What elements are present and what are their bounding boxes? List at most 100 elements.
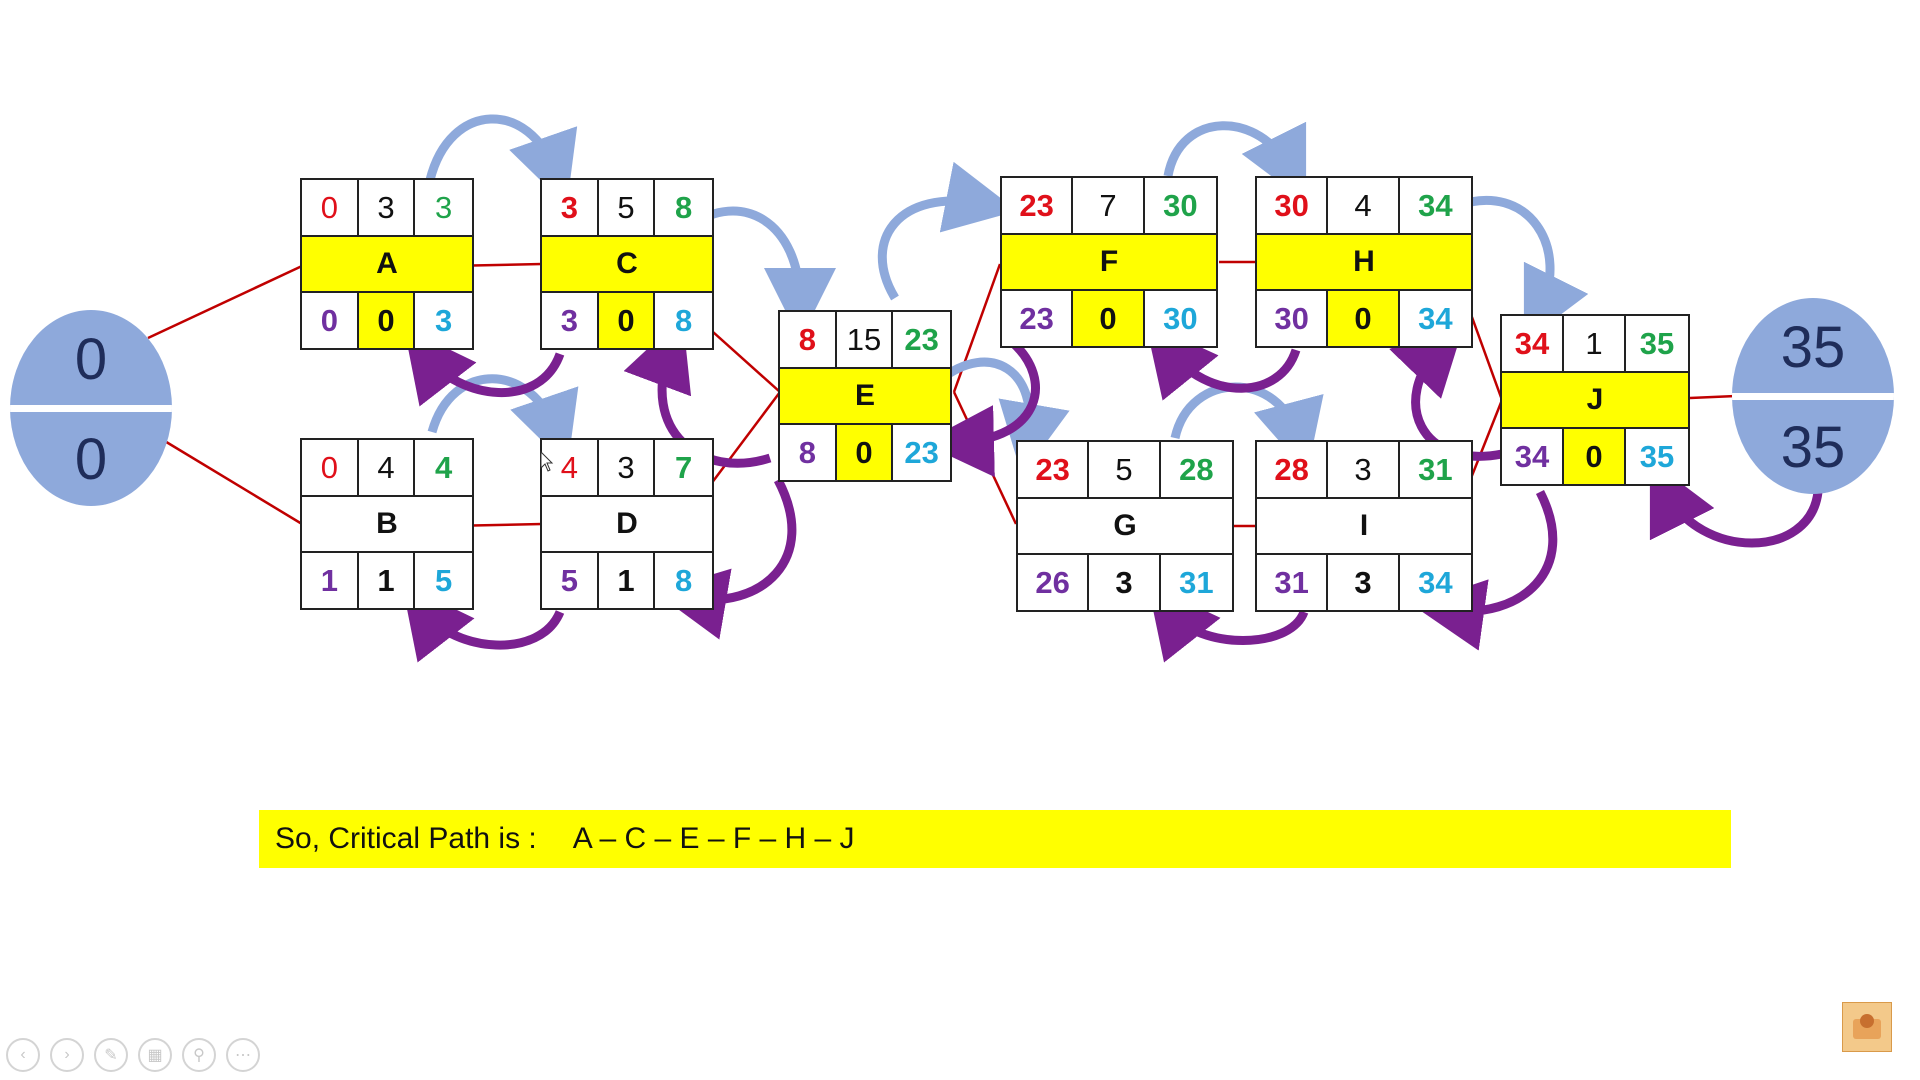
early-finish-value: 23 — [904, 321, 939, 357]
late-finish-value: 34 — [1418, 300, 1453, 336]
pen-icon: ✎ — [104, 1047, 118, 1064]
forward-arrow-e-f — [877, 161, 1018, 301]
backward-arrow-i-g — [1147, 583, 1309, 663]
duration-value: 3 — [599, 440, 656, 495]
activity-name: I — [1257, 499, 1471, 555]
forward-arrow-a-c — [425, 114, 578, 206]
activity-name: B — [302, 497, 472, 553]
early-finish-value: 30 — [1163, 187, 1198, 223]
arrow-left-icon: ‹ — [20, 1046, 26, 1063]
early-start-value: 28 — [1257, 442, 1329, 497]
late-start-value: 3 — [542, 293, 599, 348]
duration-value: 5 — [1089, 442, 1161, 497]
critical-path-banner: So, Critical Path is : A – C – E – F – H… — [259, 810, 1731, 868]
early-start-value: 8 — [780, 312, 837, 367]
slack-value: 0 — [1328, 291, 1400, 346]
zoom-icon: ⚲ — [193, 1047, 205, 1064]
late-finish-value: 31 — [1179, 564, 1214, 600]
activity-name: G — [1018, 499, 1232, 555]
backward-arrow-c-a — [403, 327, 565, 407]
slack-value: 0 — [1564, 429, 1626, 484]
previous-slide-button[interactable]: ‹ — [6, 1038, 40, 1072]
late-start-value: 31 — [1257, 555, 1329, 610]
early-start-value: 0 — [302, 440, 359, 495]
duration-value: 3 — [359, 180, 416, 235]
late-finish-value: 8 — [675, 562, 693, 598]
duration-value: 15 — [837, 312, 894, 367]
banner-label: So, Critical Path is : — [275, 822, 537, 855]
end-event-top: 35 — [1780, 314, 1846, 380]
more-options-button[interactable]: ⋯ — [226, 1038, 260, 1072]
end-event: 35 35 — [1732, 298, 1894, 494]
start-event-bottom: 0 — [74, 426, 108, 492]
backward-arrow-j-h — [1389, 322, 1503, 461]
late-start-value: 8 — [780, 425, 837, 480]
more-icon: ⋯ — [235, 1047, 251, 1064]
backward-arrow-g-e — [922, 338, 1040, 478]
see-all-slides-button[interactable]: ▦ — [138, 1038, 172, 1072]
early-finish-value: 4 — [435, 449, 453, 485]
slack-value: 3 — [1089, 555, 1161, 610]
early-finish-value: 31 — [1418, 451, 1453, 487]
forward-arrow-h-j — [1454, 196, 1589, 343]
slack-value: 1 — [599, 553, 656, 608]
late-finish-value: 30 — [1163, 300, 1198, 336]
late-start-value: 30 — [1257, 291, 1329, 346]
activity-name: J — [1502, 373, 1688, 429]
late-finish-value: 8 — [675, 302, 693, 338]
forward-arrow-f-h — [1163, 121, 1307, 203]
pen-tool-button[interactable]: ✎ — [94, 1038, 128, 1072]
start-event: 0 0 — [10, 310, 172, 506]
backward-arrow-d-b — [401, 583, 565, 663]
early-start-value: 23 — [1018, 442, 1090, 497]
slack-value: 0 — [598, 293, 656, 348]
early-start-value: 0 — [302, 180, 359, 235]
early-start-value: 34 — [1502, 316, 1564, 371]
start-event-divider — [10, 405, 172, 412]
late-finish-value: 3 — [435, 302, 453, 338]
late-finish-value: 34 — [1418, 564, 1453, 600]
late-finish-value: 23 — [904, 434, 939, 470]
backward-arrow-j-i — [1412, 489, 1558, 651]
next-slide-button[interactable]: › — [50, 1038, 84, 1072]
late-start-value: 23 — [1002, 291, 1074, 346]
backward-arrow-e-d — [654, 477, 797, 640]
early-finish-value: 3 — [435, 189, 453, 225]
late-finish-value: 5 — [435, 562, 453, 598]
slack-value: 0 — [1073, 291, 1145, 346]
zoom-button[interactable]: ⚲ — [182, 1038, 216, 1072]
slideshow-controls: ‹ › ✎ ▦ ⚲ ⋯ — [6, 1038, 260, 1072]
early-start-value: 3 — [542, 180, 599, 235]
duration-value: 5 — [599, 180, 656, 235]
early-finish-value: 8 — [675, 189, 693, 225]
duration-value: 7 — [1073, 178, 1145, 233]
edge-e-f — [952, 263, 1002, 393]
end-event-bottom: 35 — [1780, 414, 1846, 480]
early-start-value: 4 — [542, 440, 599, 495]
early-finish-value: 35 — [1639, 325, 1675, 361]
logo-icon — [1853, 1014, 1881, 1039]
